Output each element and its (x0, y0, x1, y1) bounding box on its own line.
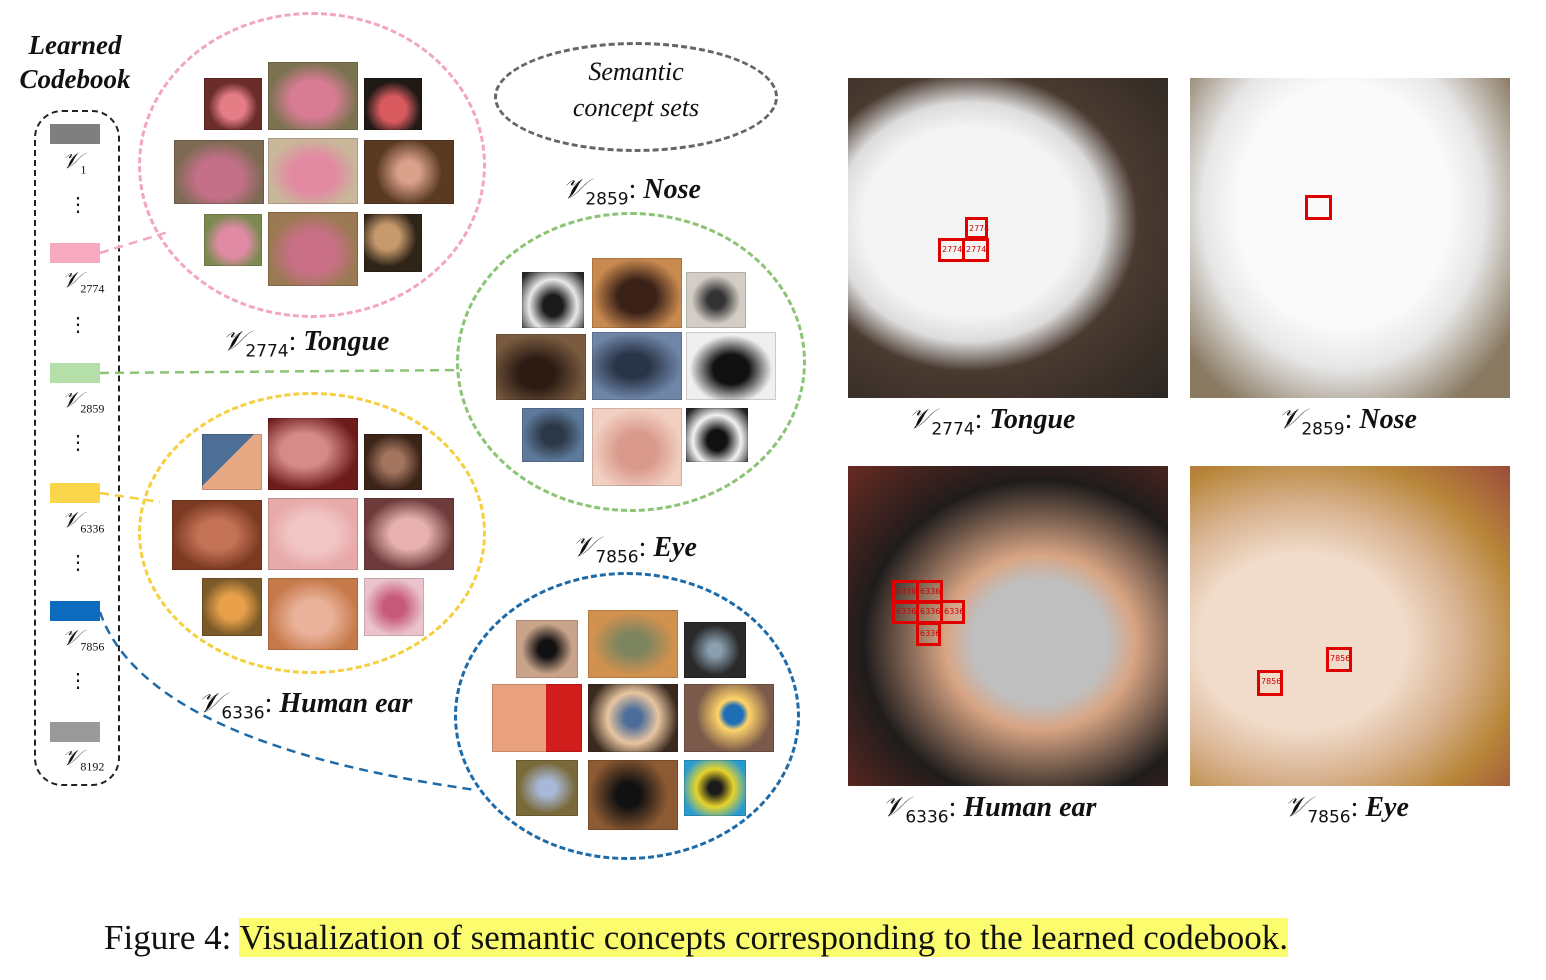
bounding-box: 6336 (892, 600, 919, 624)
caption-text: Visualization of semantic concepts corre… (239, 918, 1289, 957)
eye-patch (588, 610, 678, 678)
bounding-box (1305, 195, 1332, 220)
eye-patch (684, 622, 746, 678)
eye-patch (516, 620, 578, 678)
codebook-entry-1-label: 𝒱1 (62, 148, 87, 177)
connector-tongue (99, 230, 169, 255)
ear-patch (364, 498, 454, 570)
nose-patch (522, 408, 584, 462)
eye-concept-label: 𝒱7856: Eye (572, 530, 697, 568)
codebook-title-line1: Learned (28, 30, 122, 60)
figure-caption: Figure 4: Visualization of semantic conc… (104, 918, 1289, 958)
ear-patch (268, 578, 358, 650)
ear-patch (364, 578, 424, 636)
nose-patch (686, 408, 748, 462)
eye-patch (684, 684, 774, 752)
photo-cat-eye-label: 𝒱7856: Eye (1284, 790, 1409, 828)
eye-patch (492, 684, 582, 752)
tongue-patch (174, 140, 264, 204)
eye-patch (588, 684, 678, 752)
codebook-title: Learned Codebook (10, 28, 140, 96)
codebook-title-line2: Codebook (19, 64, 131, 94)
photo-dog-tongue-label: 𝒱2774: Tongue (908, 402, 1076, 440)
nose-patch (522, 272, 584, 328)
codebook-container (34, 110, 120, 786)
photo-man-ear: 6336 6336 6336 6336 6336 6336 (848, 466, 1168, 786)
photo-dog-nose (1190, 78, 1510, 398)
codebook-entry-8192-label: 𝒱8192 (62, 745, 105, 774)
tongue-patch (204, 78, 262, 130)
nose-patch (592, 332, 682, 400)
ear-patch (172, 500, 262, 570)
tongue-patch (268, 138, 358, 204)
nose-patch (496, 334, 586, 400)
tongue-patch (364, 78, 422, 130)
eye-patch (684, 760, 746, 816)
bounding-box: 7856 (1326, 647, 1352, 672)
ear-patch (364, 434, 422, 490)
codebook-entry-1-swatch (50, 124, 100, 144)
ear-concept-label: 𝒱6336: Human ear (198, 686, 413, 724)
photo-dog-nose-label: 𝒱2859: Nose (1278, 402, 1417, 440)
semantic-sets-line2: concept sets (572, 93, 700, 122)
codebook-entry-2774-label: 𝒱2774 (62, 267, 105, 296)
eye-concept-circle (454, 572, 800, 860)
photo-cat-eye: 7856 7856 (1190, 466, 1510, 786)
connector-nose (99, 368, 463, 375)
connector-eye (98, 611, 477, 792)
tongue-patch (364, 140, 454, 204)
codebook-entry-7856-swatch (50, 601, 100, 621)
photo-man-ear-label: 𝒱6336: Human ear (882, 790, 1097, 828)
bounding-box: 2774 (962, 238, 989, 262)
semantic-sets-label: Semantic concept sets (494, 54, 778, 126)
bounding-box: 6336 (916, 600, 943, 624)
bounding-box: 2774 (938, 238, 965, 262)
caption-prefix: Figure 4: (104, 918, 240, 957)
codebook-entry-2774-swatch (50, 243, 100, 263)
semantic-sets-line1: Semantic (588, 57, 684, 86)
nose-patch (592, 408, 682, 486)
eye-patch (516, 760, 578, 816)
nose-concept-label: 𝒱2859: Nose (562, 172, 701, 210)
nose-patch (686, 272, 746, 328)
semantic-sets-ellipse (494, 42, 778, 152)
codebook-entry-2859-label: 𝒱2859 (62, 387, 105, 416)
eye-patch (588, 760, 678, 830)
nose-patch (686, 332, 776, 400)
codebook-entry-6336-label: 𝒱6336 (62, 507, 105, 536)
ear-patch (202, 434, 262, 490)
tongue-patch (204, 214, 262, 266)
codebook-entry-8192-swatch (50, 722, 100, 742)
bounding-box: 7856 (1257, 670, 1283, 696)
bounding-box: 2774 (965, 217, 989, 239)
codebook-entry-7856-label: 𝒱7856 (62, 625, 105, 654)
ear-concept-circle (138, 392, 486, 674)
nose-patch (592, 258, 682, 328)
tongue-concept-label: 𝒱2774: Tongue (222, 324, 390, 362)
tongue-patch (364, 214, 422, 272)
tongue-patch (268, 212, 358, 286)
bounding-box: 6336 (916, 622, 941, 646)
nose-concept-circle (456, 212, 806, 512)
tongue-patch (268, 62, 358, 130)
tongue-concept-circle (138, 12, 486, 318)
bounding-box: 6336 (940, 600, 965, 624)
ear-patch (268, 418, 358, 490)
ear-patch (202, 578, 262, 636)
photo-dog-tongue: 2774 2774 2774 (848, 78, 1168, 398)
codebook-entry-2859-swatch (50, 363, 100, 383)
ear-patch (268, 498, 358, 570)
codebook-entry-6336-swatch (50, 483, 100, 503)
